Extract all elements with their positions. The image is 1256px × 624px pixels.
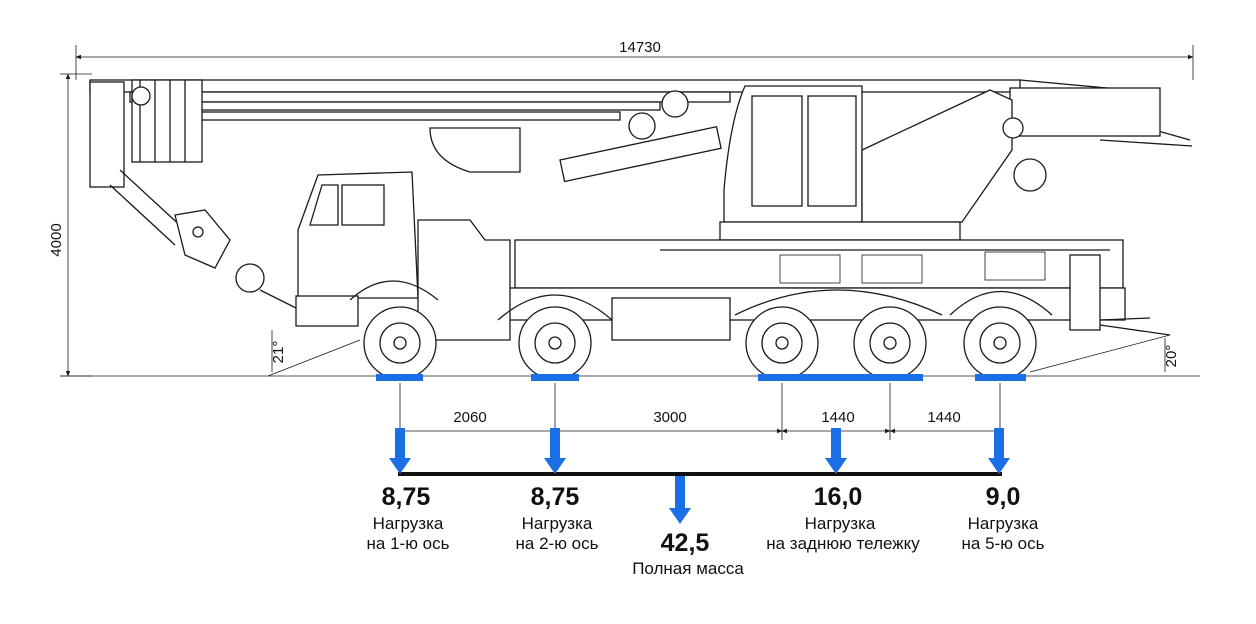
arch-2 [497,294,613,321]
truck-cab [295,171,511,341]
total-mass-value: 42,5 [661,529,710,557]
overall-height-dimension: 4000 [48,73,92,377]
load-caption: Нагрузка [522,514,593,533]
approach-angle: 21° [267,330,361,377]
contact-patches [376,374,1026,381]
hook-block [109,169,301,311]
load-caption: Нагрузка [805,514,876,533]
total-mass: 42,5 Полная масса [632,529,744,578]
operator-cabin [723,85,863,223]
contact-axle-1 [376,374,423,381]
overall-height-label: 4000 [48,223,65,256]
overall-length-dimension: 14730 [75,39,1194,80]
load-caption: Нагрузка [373,514,444,533]
load-value: 16,0 [814,483,863,511]
spacing-3-4-label: 1440 [821,409,854,426]
wheels [363,306,1037,380]
wheel-axle-1 [363,306,437,380]
wheel-axle-3 [745,306,819,380]
axle-spacing-dimensions: 2060 3000 1440 1440 [399,383,1001,440]
load-value: 8,75 [531,483,580,511]
load-value: 8,75 [382,483,431,511]
overall-length-label: 14730 [619,39,661,56]
arch-bogie [734,289,943,316]
load-caption-detail: на 5-ю ось [962,534,1045,553]
arch-5 [949,290,1053,316]
total-mass-caption: Полная масса [632,559,744,578]
spacing-1-2-label: 2060 [453,409,486,426]
spacing-4-5-label: 1440 [927,409,960,426]
load-caption-detail: на 1-ю ось [367,534,450,553]
load-arrow-axle-5 [988,428,1010,474]
wheel-axle-4 [853,306,927,380]
load-bogie: 16,0 Нагрузка на заднюю тележку [766,483,920,553]
departure-angle: 20° [1029,334,1180,373]
load-arrow-axle-1 [389,428,411,474]
spacing-2-bogie-label: 3000 [653,409,686,426]
load-caption-detail: на заднюю тележку [766,534,920,553]
load-axle-5: 9,0 Нагрузка на 5-ю ось [962,483,1045,553]
load-caption: Нагрузка [968,514,1039,533]
wheel-axle-5 [963,306,1037,380]
load-arrows [389,428,1010,524]
load-axle-2: 8,75 Нагрузка на 2-ю ось [516,483,599,553]
contact-bogie [758,374,923,381]
total-mass-arrow [669,476,691,524]
lift-cylinder [559,90,722,183]
wheel-axle-2 [518,306,592,380]
load-arrow-bogie [825,428,847,474]
departure-angle-label: 20° [1163,345,1180,368]
load-value: 9,0 [986,483,1021,511]
contact-axle-5 [975,374,1026,381]
approach-angle-label: 21° [270,341,287,364]
load-arrow-axle-2 [544,428,566,474]
contact-axle-2 [531,374,579,381]
turntable [719,89,1047,241]
crane-truck [89,79,1193,380]
load-axle-1: 8,75 Нагрузка на 1-ю ось [367,483,450,553]
boom-head [89,79,203,188]
load-caption-detail: на 2-ю ось [516,534,599,553]
